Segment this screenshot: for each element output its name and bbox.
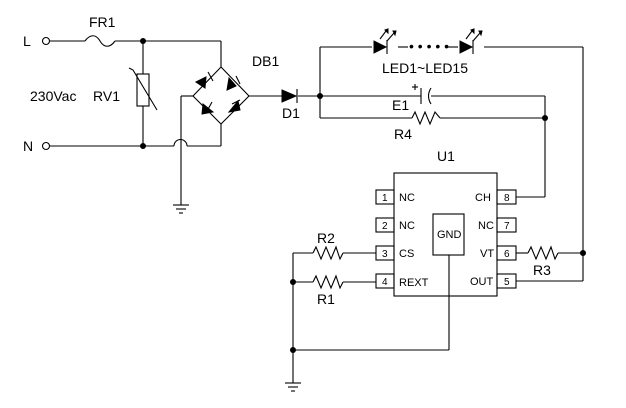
fuse-label: FR1 — [89, 14, 116, 30]
terminal-l-label: L — [23, 33, 31, 49]
pin-7-name: NC — [478, 220, 494, 232]
pin-7-number: 7 — [504, 221, 510, 232]
pin-5-number: 5 — [504, 277, 510, 288]
bridge-rectifier-symbol — [192, 66, 250, 125]
r2-label: R2 — [317, 230, 335, 246]
pin-1-number: 1 — [382, 193, 388, 204]
ground-symbol-bridge — [173, 204, 189, 214]
gnd-pad — [432, 213, 465, 256]
pin-2-name: NC — [399, 220, 415, 232]
pin-2-number: 2 — [382, 221, 388, 232]
gnd-pad-label: GND — [437, 229, 462, 241]
ic-label: U1 — [437, 148, 455, 164]
pin-5-name: OUT — [470, 276, 494, 288]
terminal-n-label: N — [23, 138, 33, 154]
terminal-n-circle — [41, 141, 51, 151]
led-string-label: LED1~LED15 — [382, 60, 468, 76]
r4-label: R4 — [394, 126, 412, 142]
bridge-label: DB1 — [252, 53, 279, 69]
pin-3-number: 3 — [382, 249, 388, 260]
terminal-l-circle — [41, 36, 51, 46]
junction-dots — [140, 38, 586, 353]
pin-8-number: 8 — [504, 193, 510, 204]
capacitor-e1-symbol — [412, 84, 432, 105]
r1-label: R1 — [317, 291, 335, 307]
capacitor-label: E1 — [392, 97, 409, 113]
led-dots: • • • • • — [409, 38, 449, 54]
supply-label: 230Vac — [30, 88, 76, 104]
resistor-r3-symbol — [527, 245, 559, 261]
resistor-r4-symbol — [411, 110, 441, 126]
ground-symbol-ic — [285, 382, 301, 392]
varistor-symbol — [128, 67, 158, 111]
pin-4-name: REXT — [399, 277, 429, 289]
varistor-label: RV1 — [93, 88, 120, 104]
r3-label: R3 — [533, 262, 551, 278]
wires — [41, 36, 584, 383]
pin-6-name: VT — [480, 248, 494, 260]
pin-1-name: NC — [399, 192, 415, 204]
resistor-r2-symbol — [312, 245, 344, 261]
diode-label: D1 — [282, 105, 300, 121]
pin-4-number: 4 — [382, 277, 388, 288]
resistor-r1-symbol — [312, 274, 344, 290]
fuse-symbol — [84, 35, 116, 47]
pin-8-name: CH — [475, 192, 491, 204]
diode-d1-symbol — [281, 89, 298, 103]
led-string-symbol: • • • • • — [373, 28, 483, 54]
pin-3-name: CS — [399, 248, 414, 260]
pin-6-number: 6 — [504, 249, 510, 260]
ic-u1 — [375, 172, 517, 297]
